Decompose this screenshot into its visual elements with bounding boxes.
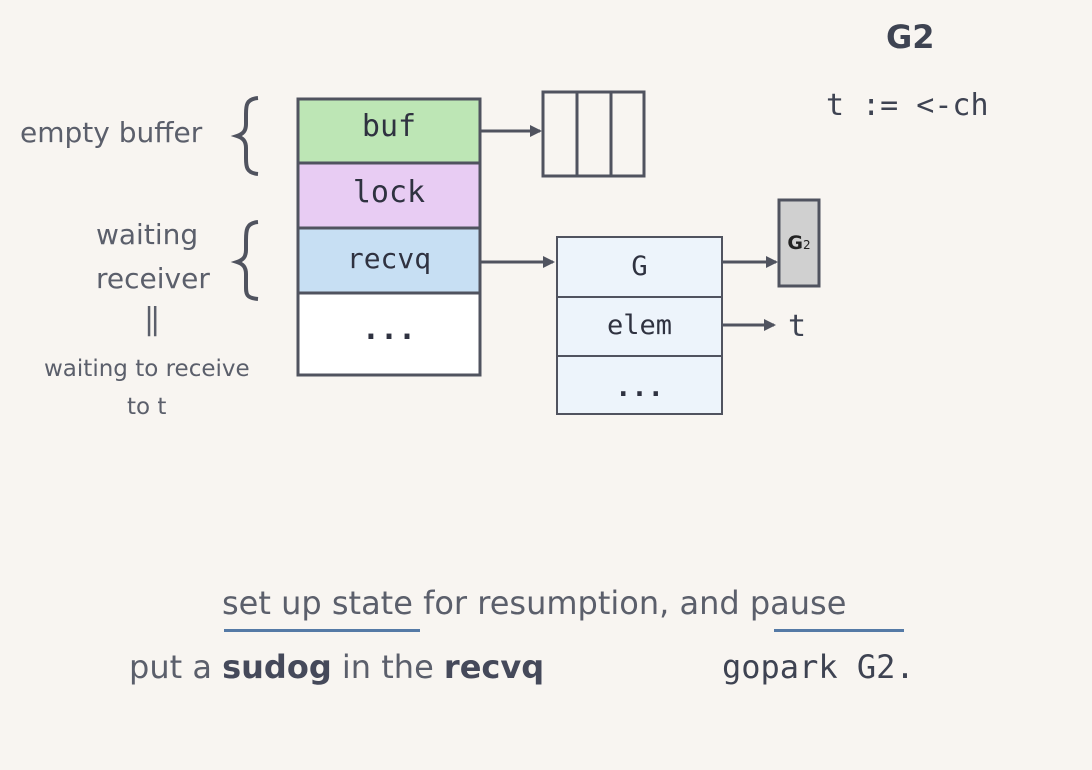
goroutine-title: G2 [886,18,935,56]
sudog-g-cell [556,236,723,298]
resumption-phrase: for resumption, and [412,584,750,622]
empty-buffer-label: empty buffer [20,116,203,149]
pause-underline [774,629,904,632]
goroutine-g2-label: G2 [779,232,819,254]
buffer-slot [575,90,613,178]
g2-letter: G [787,232,803,254]
hchan-struct [296,97,482,377]
elem-target-label: t [788,309,807,344]
hchan-ellipsis-cell [296,291,482,377]
hchan-buf-label: buf [361,109,417,144]
pause-phrase: pause [749,584,847,622]
put-a-text: put a [129,648,223,686]
g2-subscript: 2 [802,238,811,252]
buffer-slot [541,90,579,178]
receiver-label: receiver [96,262,210,295]
hchan-buf-cell [296,97,482,165]
goroutine-g2-box [777,198,821,288]
to-t-label: to t [127,394,167,420]
empty-buffer-brace [230,96,259,176]
set-up-state-underline [224,629,420,632]
receive-statement: t := <-ch [826,88,989,123]
set-up-state-phrase: set up state [222,584,413,622]
hchan-ellipsis-label: ... [361,312,417,347]
sudog-ellipsis-cell [556,355,723,415]
sudog-bold: sudog [222,648,332,686]
recvq-bold: recvq [443,648,545,686]
buffer-slots [541,90,646,178]
hchan-lock-cell [296,161,482,230]
gopark-call: gopark G2. [722,648,915,686]
waiting-label: waiting [96,218,199,251]
sudog-g-label: G [631,251,648,282]
sudog-elem-label: elem [606,310,673,341]
sudog-ellipsis-label: ... [615,372,664,403]
equals-mark: || [144,302,160,337]
bottom-line-1: set up state for resumption, and pause [222,584,846,622]
sudog-elem-cell [556,296,723,357]
hchan-recvq-label: recvq [346,242,432,275]
hchan-lock-label: lock [352,175,426,210]
waiting-to-receive-label: waiting to receive [44,356,250,382]
in-the-text: in the [331,648,444,686]
waiting-receiver-brace [230,220,259,301]
bottom-line-2: put a sudog in the recvq [129,648,544,686]
sudog-struct [556,236,723,415]
buffer-slot [609,90,646,178]
